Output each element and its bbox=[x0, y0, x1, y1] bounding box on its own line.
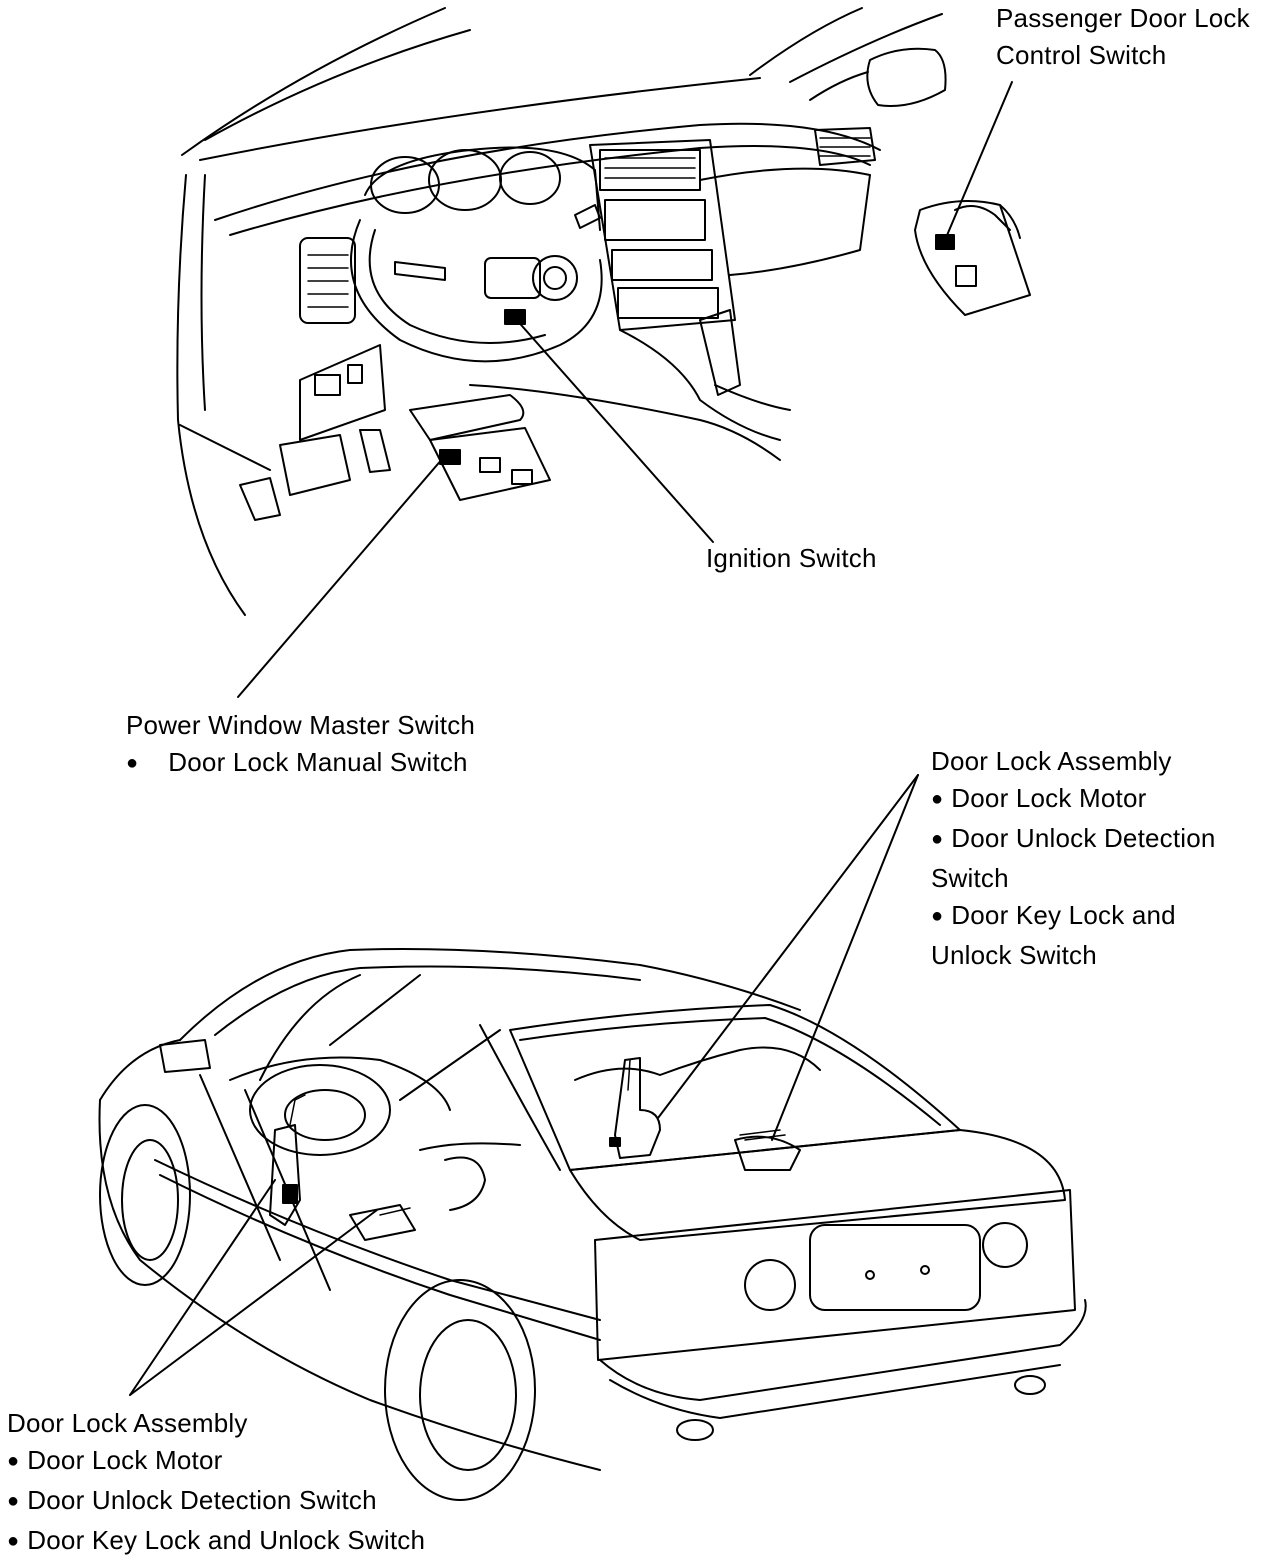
label-bullet-item: Door Key Lock and bbox=[931, 897, 1216, 937]
label-bullet-item: Door Key Lock and Unlock Switch bbox=[7, 1522, 425, 1562]
label-title: Door Lock Assembly bbox=[931, 746, 1172, 776]
label-line: Switch bbox=[931, 863, 1009, 893]
label-bullet-item: Door Lock Motor bbox=[7, 1442, 425, 1482]
label-bullet-item: Door Unlock Detection Switch bbox=[7, 1482, 425, 1522]
label-line: Ignition Switch bbox=[706, 543, 877, 573]
label-line: Passenger Door Lock bbox=[996, 3, 1250, 33]
label-line: Control Switch bbox=[996, 40, 1167, 70]
label-door-lock-assembly-left: Door Lock Assembly Door Lock Motor Door … bbox=[7, 1405, 425, 1562]
label-bullet-item: Door Unlock Detection bbox=[931, 820, 1216, 860]
label-bullet-item: Door Lock Motor bbox=[931, 780, 1216, 820]
leader-lines bbox=[129, 81, 1013, 1396]
label-title: Door Lock Assembly bbox=[7, 1408, 248, 1438]
dashboard-illustration bbox=[176, 7, 1031, 616]
label-passenger-door-lock-control-switch: Passenger Door Lock Control Switch bbox=[996, 0, 1250, 74]
label-bullet-item: Door Lock Manual Switch bbox=[126, 744, 475, 784]
label-ignition-switch: Ignition Switch bbox=[706, 540, 877, 577]
label-title: Power Window Master Switch bbox=[126, 710, 476, 740]
car-illustration bbox=[98, 948, 1087, 1501]
label-door-lock-assembly-right: Door Lock Assembly Door Lock Motor Door … bbox=[931, 743, 1216, 974]
label-power-window-master-switch: Power Window Master Switch Door Lock Man… bbox=[126, 707, 475, 784]
label-line: Unlock Switch bbox=[931, 940, 1097, 970]
